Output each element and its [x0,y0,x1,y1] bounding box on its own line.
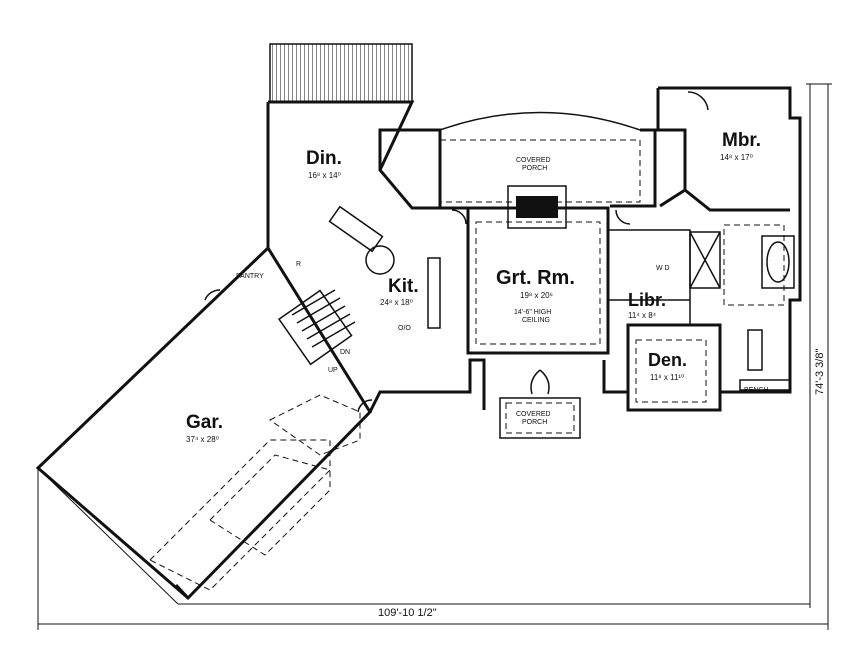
deck [269,43,413,103]
room-gar-name: Gar. [186,412,223,433]
room-kit-size: 24⁸ x 18⁰ [380,298,413,307]
width-dimension: 109'-10 1/2" [378,607,437,619]
dashed-features [149,139,785,591]
dimension-lines [37,83,832,630]
room-mbr-size: 14⁸ x 17⁰ [720,153,753,162]
covered-porch-top-line1: COVERED [516,157,551,164]
room-den-size: 11⁸ x 11¹⁰ [650,373,684,382]
washer-dryer-label: W D [656,265,670,272]
covered-porch-top-line2: PORCH [522,165,547,172]
room-libr-name: Libr. [628,290,666,310]
stairs-up-label: UP [328,367,338,374]
room-din-name: Din. [306,148,342,169]
fireplace [507,185,567,229]
room-gar-size: 37⁴ x 28⁰ [186,435,219,444]
stairs [277,289,356,366]
exterior-walls [35,86,802,601]
covered-porch-bottom-line2: PORCH [522,419,547,426]
room-grt-size: 19⁸ x 20⁶ [520,291,553,300]
room-kit-name: Kit. [388,276,419,297]
room-den-name: Den. [648,350,687,370]
room-grt-name: Grt. Rm. [496,267,575,289]
refrigerator-label: R [296,261,301,268]
pantry-label: PANTRY [236,273,264,280]
door-swings [204,91,709,413]
room-grt-note1: 14'-6" HIGH [514,309,551,316]
room-libr-size: 11⁴ x 8⁴ [628,311,657,320]
front-porch [499,369,581,439]
kitchen-island [328,205,441,329]
depth-dimension: 74'-3 3/8" [814,349,826,395]
room-din-size: 16⁸ x 14⁰ [308,171,341,180]
bench-label: BENCH [744,387,769,394]
stairs-dn-label: DN [340,349,350,356]
oven-label: O/O [398,325,411,332]
room-mbr-name: Mbr. [722,130,761,151]
room-grt-note2: CEILING [522,317,550,324]
master-bath [689,231,795,391]
covered-porch-bottom-line1: COVERED [516,411,551,418]
